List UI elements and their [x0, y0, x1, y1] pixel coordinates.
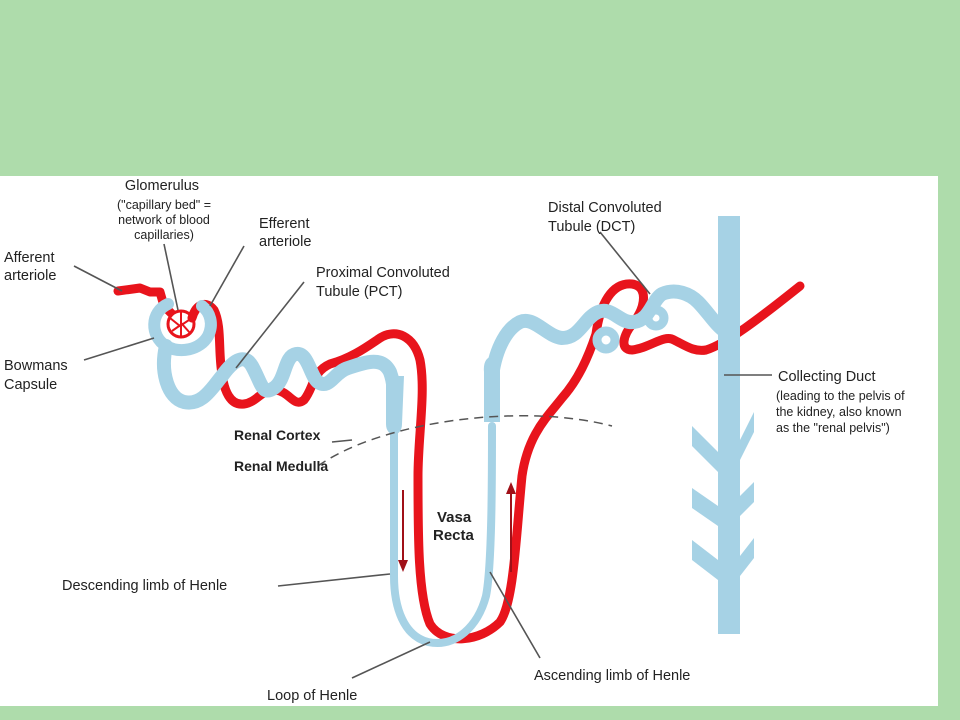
diagram-panel: Glomerulus ("capillary bed" = network of…	[0, 176, 938, 706]
descending-flow-arrow	[398, 490, 408, 572]
leader-glomerulus	[163, 243, 179, 311]
leader-afferent	[73, 265, 123, 292]
label-loop-of-henle: Loop of Henle	[267, 688, 357, 704]
label-vasa-recta-2: Recta	[433, 527, 475, 544]
label-dct-2: Tubule (DCT)	[548, 219, 635, 235]
label-efferent-1: Efferent	[259, 216, 310, 232]
leader-efferent	[209, 245, 245, 307]
label-collecting-note-3: as the "renal pelvis")	[776, 421, 890, 435]
label-bowmans-2: Capsule	[4, 377, 57, 393]
label-pct-1: Proximal Convoluted	[316, 265, 450, 281]
label-vasa-recta-1: Vasa	[437, 509, 472, 526]
label-glomerulus-note-2: network of blood	[118, 213, 210, 227]
proximal-convoluted-tubule	[157, 339, 402, 433]
label-collecting-note-2: the kidney, also known	[776, 405, 902, 419]
label-descending-limb: Descending limb of Henle	[62, 578, 227, 594]
distal-convoluted-tubule	[485, 284, 733, 383]
ascending-flow-arrow	[506, 482, 516, 572]
loop-of-henle	[390, 422, 496, 647]
leader-descending	[277, 573, 391, 587]
leader-ascending	[489, 571, 541, 659]
bowmans-capsule	[148, 298, 217, 357]
collecting-duct	[692, 216, 754, 634]
leader-cortex	[331, 439, 353, 443]
leader-loop	[351, 641, 431, 679]
label-afferent-2: arteriole	[4, 268, 56, 284]
cortex-medulla-boundary	[317, 415, 613, 467]
leader-bowmans	[83, 337, 155, 361]
label-renal-medulla: Renal Medulla	[234, 458, 328, 474]
label-bowmans-1: Bowmans	[4, 358, 68, 374]
label-glomerulus-note-3: capillaries)	[134, 228, 194, 242]
glomerulus-capillaries	[166, 309, 196, 339]
label-glomerulus-note-1: ("capillary bed" =	[117, 198, 211, 212]
label-pct-2: Tubule (PCT)	[316, 284, 402, 300]
label-ascending-limb: Ascending limb of Henle	[534, 668, 690, 684]
label-collecting-duct: Collecting Duct	[778, 369, 876, 385]
nephron-diagram: Glomerulus ("capillary bed" = network of…	[4, 178, 905, 704]
label-afferent-1: Afferent	[4, 250, 55, 266]
label-renal-cortex: Renal Cortex	[234, 427, 321, 443]
label-efferent-2: arteriole	[259, 234, 311, 250]
label-glomerulus: Glomerulus	[125, 178, 199, 194]
label-collecting-note-1: (leading to the pelvis of	[776, 389, 905, 403]
leader-dct	[599, 231, 651, 295]
leader-pct	[235, 281, 305, 369]
label-dct-1: Distal Convoluted	[548, 200, 662, 216]
